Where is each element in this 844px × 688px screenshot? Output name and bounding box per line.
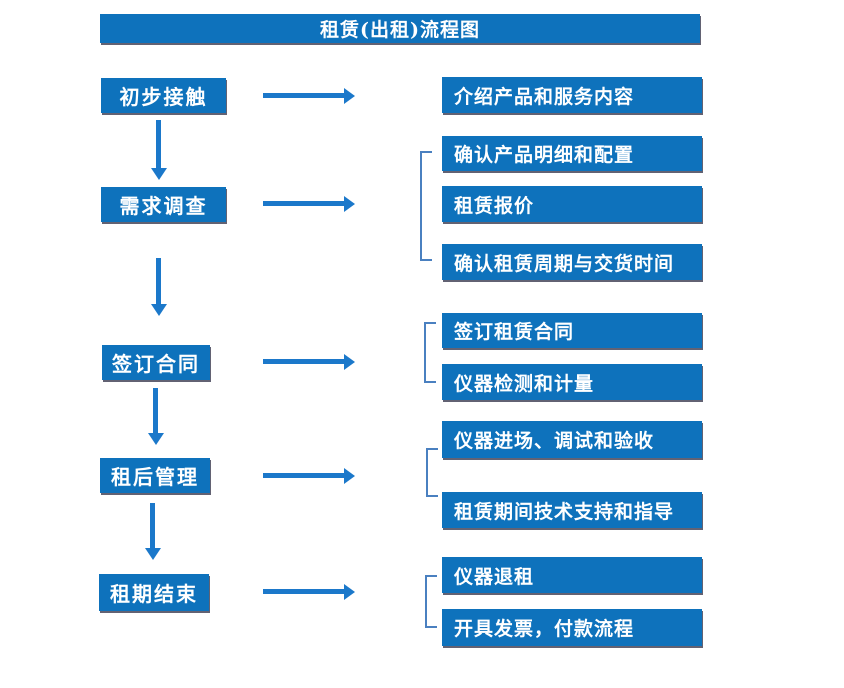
detail-box-confirm-period-delivery: 确认租赁周期与交货时间 <box>442 244 702 280</box>
stage-box-rental-end: 租期结束 <box>99 574 209 611</box>
detail-box-introduce-products: 介绍产品和服务内容 <box>442 77 702 113</box>
right-arrow-icon <box>263 195 355 212</box>
right-arrow-icon <box>263 353 355 370</box>
detail-box-tech-support: 租赁期间技术支持和指导 <box>442 492 702 528</box>
down-arrow-icon <box>144 503 161 560</box>
right-arrow-icon <box>263 583 355 600</box>
down-arrow-icon <box>150 258 167 316</box>
detail-box-invoice-payment: 开具发票，付款流程 <box>442 609 702 646</box>
detail-box-instrument-return: 仪器退租 <box>442 557 702 593</box>
group-bracket <box>425 575 437 628</box>
detail-box-confirm-product-config: 确认产品明细和配置 <box>442 136 702 171</box>
detail-box-instrument-inspection: 仪器检测和计量 <box>442 364 702 400</box>
group-bracket <box>420 151 432 261</box>
group-bracket <box>424 322 436 383</box>
detail-box-rental-quote: 租赁报价 <box>442 186 702 222</box>
stage-box-initial-contact: 初步接触 <box>101 78 226 113</box>
stage-box-demand-survey: 需求调查 <box>101 187 226 222</box>
flowchart-title: 租赁(出租)流程图 <box>100 14 700 43</box>
detail-box-sign-rental-contract: 签订租赁合同 <box>442 313 702 348</box>
stage-box-sign-contract: 签订合同 <box>102 345 210 380</box>
group-bracket <box>426 448 438 497</box>
right-arrow-icon <box>263 87 355 104</box>
down-arrow-icon <box>150 120 167 180</box>
detail-box-instrument-setup-acceptance: 仪器进场、调试和验收 <box>442 421 702 458</box>
right-arrow-icon <box>263 467 355 484</box>
stage-box-post-rental-management: 租后管理 <box>100 458 210 493</box>
down-arrow-icon <box>147 388 164 445</box>
